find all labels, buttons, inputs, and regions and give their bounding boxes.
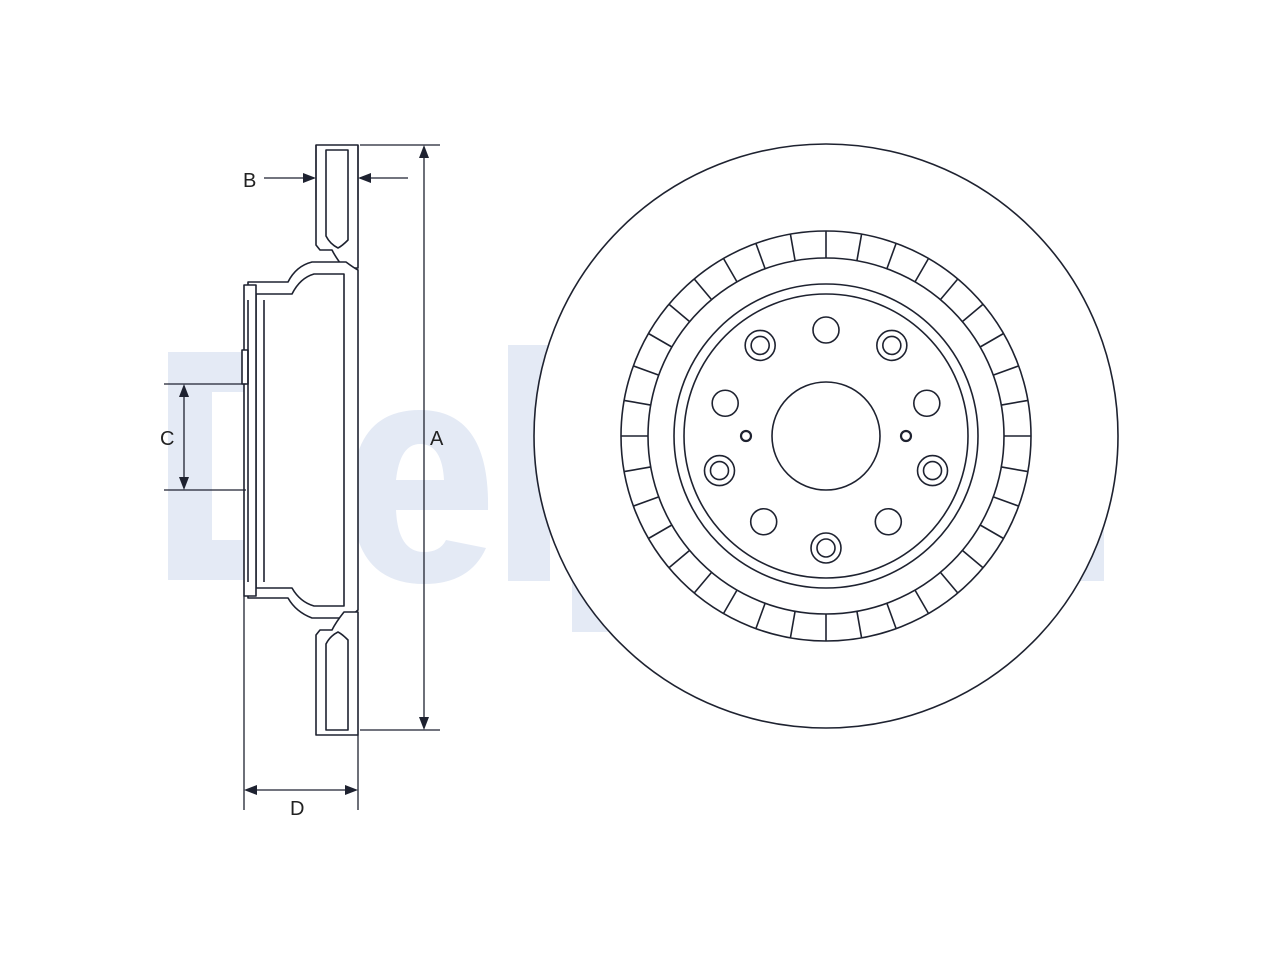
bolt-hole-inner: [816, 538, 836, 558]
vent-slot-divider: [633, 496, 660, 507]
vent-slot-divider: [914, 258, 930, 283]
disc-outer-edge: [533, 143, 1119, 729]
bolt-hole-outer: [876, 329, 908, 362]
hat-outer: [673, 283, 979, 589]
vent-slot-divider: [856, 611, 863, 639]
bolt-hole-inner: [709, 460, 730, 481]
vent-slots: [621, 231, 1031, 641]
dimension-label-c: C: [160, 428, 174, 450]
dimension-label-d: D: [290, 798, 304, 820]
vent-slot-divider: [886, 602, 897, 629]
side-view-top-ring: [315, 144, 359, 269]
bolt-hole-outer: [703, 454, 736, 487]
bolt-hole-outer: [810, 532, 842, 564]
bolt-hole-inner: [882, 335, 902, 356]
vent-slot-divider: [961, 549, 984, 569]
side-view-hat-inner: [255, 273, 345, 607]
vent-slot-divider: [979, 332, 1004, 348]
secondary-hole: [812, 316, 840, 344]
vent-slot-divider: [939, 278, 959, 301]
bolt-hole-outer: [916, 454, 949, 487]
side-view-hub-lip: [241, 349, 249, 385]
secondary-hole: [913, 389, 941, 418]
vent-slot-divider: [722, 258, 738, 283]
vent-slot-divider: [668, 303, 691, 323]
vent-slot-divider: [992, 365, 1019, 376]
side-view-bottom-ring: [315, 611, 359, 736]
vent-slot-divider: [1001, 466, 1029, 473]
vent-slot-divider: [668, 549, 691, 569]
vent-slot-divider: [693, 571, 713, 594]
vent-slot-divider: [623, 399, 651, 406]
front-view: [533, 143, 1119, 729]
dimension-label-b: B: [243, 170, 256, 192]
bolt-hole-inner: [922, 460, 943, 481]
vent-slot-divider: [856, 233, 863, 261]
vent-slot-divider: [623, 466, 651, 473]
side-view-bottom-vent: [325, 631, 349, 731]
hat-inner: [683, 293, 969, 579]
vent-slot-divider: [914, 589, 930, 614]
vent-slot-divider: [992, 496, 1019, 507]
vent-slot-divider: [961, 303, 984, 323]
vent-slot-divider: [789, 611, 796, 639]
locating-pin-hole: [739, 429, 753, 443]
vent-slot-divider: [979, 524, 1004, 540]
vent-slot-divider: [755, 243, 766, 270]
vent-slot-divider: [755, 602, 766, 629]
side-view-top-vent: [325, 149, 349, 249]
vent-slot-divider: [633, 365, 660, 376]
vent-slot-divider: [648, 332, 673, 348]
bolt-holes: [703, 316, 949, 564]
locating-pin-hole: [899, 429, 913, 443]
dimension-arrowheads: [179, 145, 429, 795]
dimension-label-a: A: [430, 428, 444, 450]
vent-slot-divider: [789, 233, 796, 261]
bolt-hole-inner: [750, 335, 770, 356]
vent-slot-divider: [939, 571, 959, 594]
secondary-hole: [711, 389, 739, 418]
side-view-mounting-face: [243, 284, 257, 597]
secondary-hole: [749, 507, 778, 536]
vent-slot-divider: [1001, 399, 1029, 406]
vent-slot-divider: [693, 278, 713, 301]
center-bore: [771, 381, 881, 491]
side-view: [241, 144, 359, 736]
side-view-hat: [247, 261, 359, 619]
vent-slot-divider: [886, 243, 897, 270]
vent-slot-divider: [648, 524, 673, 540]
secondary-hole: [874, 507, 903, 536]
vent-slot-divider: [722, 589, 738, 614]
bolt-hole-outer: [744, 329, 776, 362]
